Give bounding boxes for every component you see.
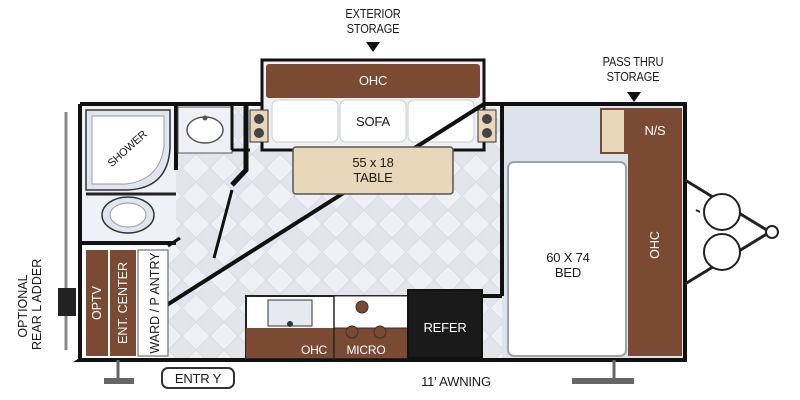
dinette-table [292,146,454,195]
ladder-line2: REAR L ADDER [30,258,44,350]
refer-label: REFER [423,320,467,335]
exterior-storage-arrow [366,42,380,52]
awning-label: 11' AWNING [421,374,491,389]
ns-label: N/S [644,123,666,138]
entry-step [161,367,235,389]
optv-label: OPTV [90,285,104,321]
optional-ladder-label: OPTIONAL REAR L ADDER [16,258,44,350]
bed-size: 60 X 74 [546,250,590,265]
sofa-label: SOFA [356,114,390,129]
pass-thru-line1: PASS THRU [602,54,664,69]
ohc-right-cabinet [628,154,682,356]
bed [507,161,627,357]
optv-cabinet [86,250,108,356]
table-word: TABLE [353,170,393,185]
sofa-cushion-right [407,99,475,143]
propane-tank-2 [703,233,741,271]
propane-tank-1 [703,193,741,231]
pass-thru-storage-label: PASS THRU STORAGE [596,54,669,84]
ward-pantry-label: WARD / P ANTRY [148,252,162,354]
pass-thru-arrow [627,92,641,102]
ward-pantry-cabinet [137,249,169,357]
ladder-line1: OPTIONAL [16,274,30,338]
rear-ladder [58,288,76,316]
micro-label: MICRO [346,343,386,357]
stove-top [333,295,409,329]
front-jack [572,378,634,384]
table-size: 55 x 18 [352,155,394,170]
bed-label: 60 X 74 BED [528,250,608,280]
rear-jack [104,378,134,384]
ohc-top-cabinet [266,64,480,98]
bath-wall [230,104,249,187]
pass-thru-line2: STORAGE [606,69,660,84]
ohc-kitchen-label: OHC [300,343,328,357]
sofa-cushion-middle [339,99,407,143]
ent-center-cabinet [110,250,136,356]
bath-sink [186,116,224,144]
entry-label: ENTR Y [174,371,222,386]
ohc-top-label: OHC [358,73,388,88]
hitch-ball [765,225,779,239]
exterior-storage-line2: STORAGE [346,21,400,36]
bed-word: BED [554,265,582,280]
sofa-cushion-left [271,99,339,143]
exterior-storage-label: EXTERIOR STORAGE [336,6,409,36]
ent-center-label: ENT. CENTER [116,262,130,344]
table-label: 55 x 18 TABLE [313,155,433,185]
ohc-right-label: OHC [648,231,662,259]
refrigerator [407,289,483,359]
exterior-storage-line1: EXTERIOR [345,6,401,21]
